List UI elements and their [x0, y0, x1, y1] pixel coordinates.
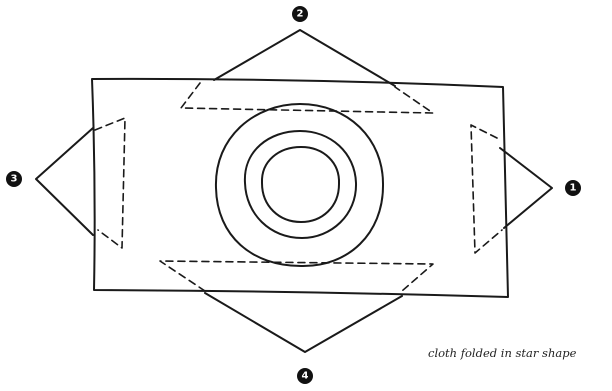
cloth-rectangle: [92, 79, 508, 297]
top-fold-line: [181, 83, 433, 113]
svg-text:1: 1: [570, 183, 577, 194]
marker-4: 4: [297, 368, 313, 384]
inner-ring: [262, 147, 339, 222]
marker-2: 2: [292, 6, 308, 22]
svg-text:3: 3: [11, 174, 18, 185]
svg-text:4: 4: [302, 371, 309, 382]
left-flap: [36, 128, 93, 235]
outer-ring: [216, 104, 383, 266]
marker-3: 3: [6, 171, 22, 187]
bottom-flap: [205, 293, 402, 352]
right-fold-line: [471, 125, 502, 253]
top-flap: [214, 30, 395, 86]
marker-1: 1: [565, 180, 581, 196]
right-flap: [500, 148, 552, 228]
figure-caption: cloth folded in star shape: [428, 346, 576, 360]
left-fold-line: [95, 118, 125, 248]
svg-text:2: 2: [297, 9, 304, 20]
